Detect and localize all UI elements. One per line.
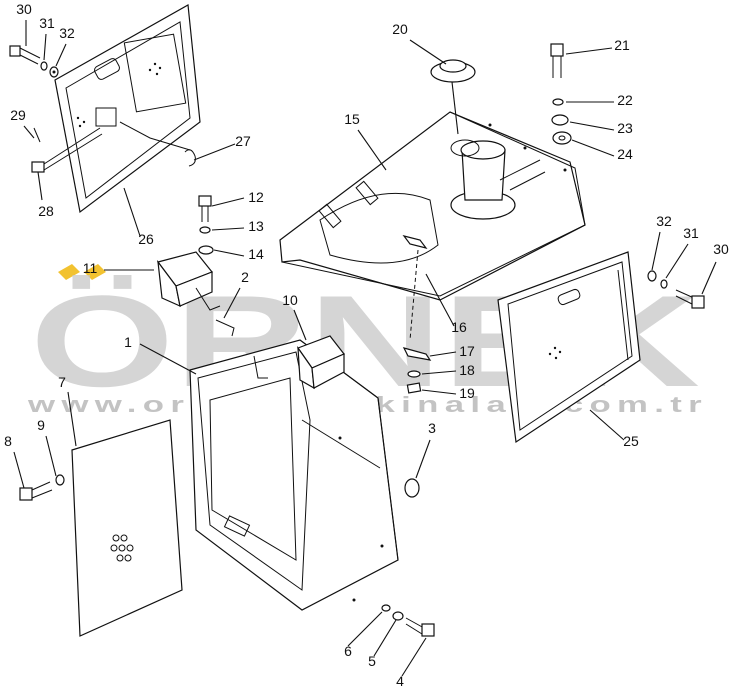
callout-number: 32 (656, 213, 672, 229)
callout-number: 24 (617, 146, 633, 162)
callout-number: 21 (614, 37, 630, 53)
callout-number: 20 (392, 21, 408, 37)
bolt-upper-left (9, 45, 59, 78)
callout-number: 14 (248, 246, 264, 262)
callout-number: 1 (124, 334, 132, 350)
callout-number: 32 (59, 25, 75, 41)
callout-number: 6 (344, 643, 352, 659)
callout-number: 9 (37, 417, 45, 433)
watermark-accent-mark (58, 264, 80, 280)
top-cover (279, 111, 586, 301)
callout-number: 13 (248, 218, 264, 234)
cap (430, 59, 476, 83)
callout-labels: 1234567891011121314151617181920212223242… (4, 1, 729, 689)
pin-and-bolt-left (31, 127, 103, 173)
callout-number: 15 (344, 111, 360, 127)
callout-number: 29 (10, 107, 26, 123)
callout-number: 3 (428, 420, 436, 436)
callout-number: 22 (617, 92, 633, 108)
callout-number: 10 (282, 292, 298, 308)
callout-number: 30 (16, 1, 32, 17)
callout-number: 12 (248, 189, 264, 205)
callout-number: 30 (713, 241, 729, 257)
callout-number: 17 (459, 343, 475, 359)
callout-number: 7 (58, 374, 66, 390)
callout-number: 11 (83, 260, 98, 276)
bolt-right (647, 270, 705, 309)
leader-lines (13, 20, 717, 677)
callout-number: 23 (617, 120, 633, 136)
bolt-bottom (381, 604, 435, 637)
callout-number: 2 (241, 269, 249, 285)
callout-number: 18 (459, 362, 475, 378)
grommet (404, 478, 420, 498)
bolt-center (198, 195, 214, 255)
callout-number: 31 (39, 15, 55, 31)
callout-number: 27 (235, 133, 251, 149)
bracket-parts (402, 235, 432, 394)
callout-number: 4 (396, 673, 404, 689)
callout-number: 8 (4, 433, 12, 449)
front-panel (71, 419, 183, 637)
side-panel-upper-left (54, 4, 201, 214)
bolt-left (19, 474, 65, 501)
callout-number: 28 (38, 203, 54, 219)
callout-number: 19 (459, 385, 475, 401)
callout-number: 16 (451, 319, 467, 335)
callout-number: 25 (623, 433, 639, 449)
callout-number: 31 (683, 225, 699, 241)
callout-number: 26 (138, 231, 154, 247)
side-panel-right (497, 251, 641, 444)
boxes-and-clips (156, 251, 345, 390)
callout-number: 5 (368, 653, 376, 669)
bolt-washer-stack (550, 43, 572, 145)
watermark-accent-mark (84, 264, 106, 280)
